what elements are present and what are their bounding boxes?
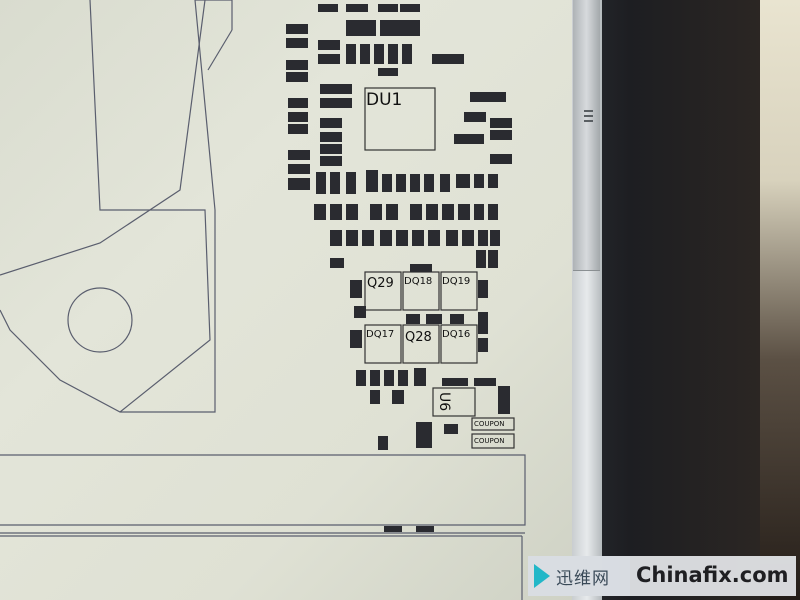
u6-label: U6 <box>436 392 452 412</box>
scrollbar-grip-icon <box>584 120 593 122</box>
component-footprints <box>286 4 512 532</box>
ribbon-outline-upper <box>0 454 526 526</box>
dq17-label: DQ17 <box>366 329 395 340</box>
dq19-outline <box>440 271 478 311</box>
dq16-outline <box>440 324 478 364</box>
coupon-label-bottom: COUPON <box>474 437 505 445</box>
q28-outline <box>402 324 440 364</box>
coupon-outline-bottom <box>471 433 515 449</box>
watermark-logo-area: 迅维网 <box>528 556 630 596</box>
dq18-label: DQ18 <box>404 276 433 287</box>
scrollbar-grip-icon <box>584 115 593 117</box>
scrollbar-grip-icon <box>584 110 593 112</box>
q29-label: Q29 <box>367 276 394 291</box>
u6-outline <box>432 387 476 417</box>
q28-label: Q28 <box>405 330 432 345</box>
pcb-layout-drawing <box>0 0 526 600</box>
dq19-label: DQ19 <box>442 276 471 287</box>
dq16-label: DQ16 <box>442 329 471 340</box>
watermark-chinese-text: 迅维网 <box>556 569 610 589</box>
q29-outline <box>364 271 402 311</box>
dq17-outline <box>364 324 402 364</box>
du1-label: DU1 <box>366 90 403 110</box>
scrollbar-thumb[interactable] <box>573 0 600 271</box>
monitor-screen: DU1 Q29 DQ18 DQ19 DQ17 Q28 DQ16 U6 COUPO… <box>0 0 572 600</box>
mounting-hole <box>67 287 133 353</box>
coupon-label-top: COUPON <box>474 420 505 428</box>
watermark-site-text: Chinafix.com <box>636 563 789 587</box>
du1-outline <box>364 87 436 151</box>
arrow-logo-icon <box>534 564 550 588</box>
bracket-outline <box>89 0 211 413</box>
coupon-outline-top <box>471 417 515 431</box>
board-outline-left <box>0 0 216 413</box>
board-outline-inner <box>0 0 206 276</box>
watermark: 迅维网 Chinafix.com <box>528 556 796 596</box>
